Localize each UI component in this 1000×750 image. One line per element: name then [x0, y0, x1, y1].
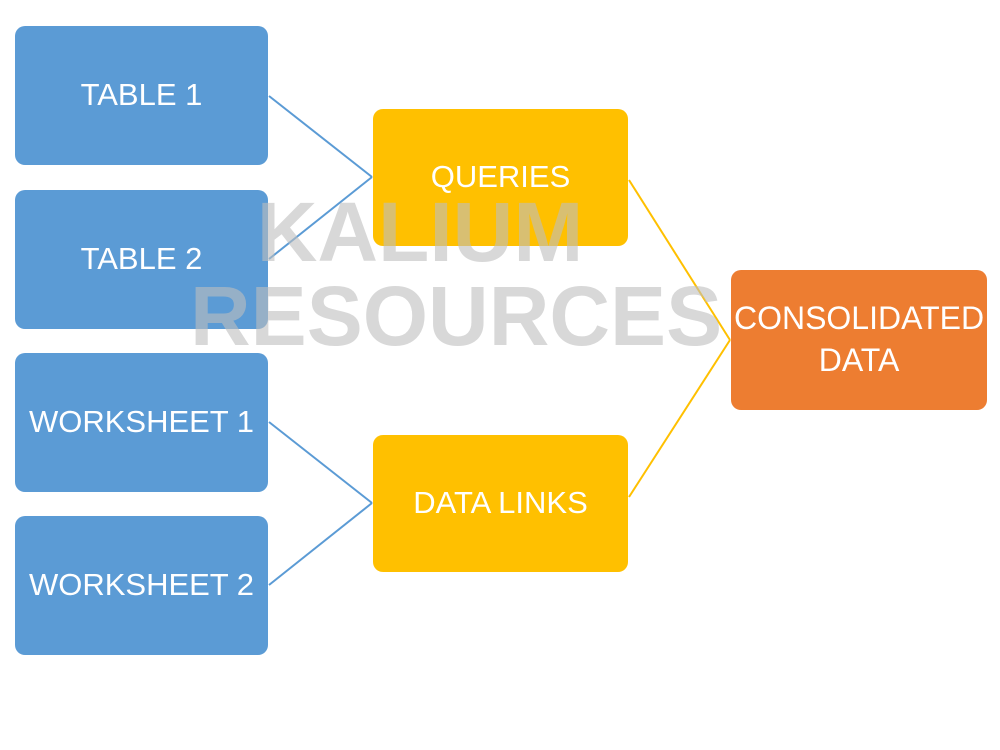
node-consolidated-data: CONSOLIDATED DATA: [731, 270, 987, 410]
edge-worksheet2-datalinks: [268, 502, 373, 586]
node-queries: QUERIES: [373, 109, 628, 246]
edge-table2-queries: [268, 176, 373, 260]
node-consolidated-data-label: CONSOLIDATED DATA: [734, 298, 984, 381]
node-table-1-label: TABLE 1: [80, 77, 203, 113]
edge-worksheet1-datalinks: [268, 421, 373, 504]
node-table-2: TABLE 2: [15, 190, 268, 329]
node-table-1: TABLE 1: [15, 26, 268, 165]
node-consolidated-line1: CONSOLIDATED: [733, 300, 985, 337]
node-table-2-label: TABLE 2: [80, 241, 203, 277]
node-queries-label: QUERIES: [430, 159, 571, 195]
edge-table1-queries: [268, 95, 373, 178]
node-data-links: DATA LINKS: [373, 435, 628, 572]
node-consolidated-line2: DATA: [818, 342, 900, 378]
node-worksheet-1-label: WORKSHEET 1: [28, 404, 255, 440]
node-worksheet-1: WORKSHEET 1: [15, 353, 268, 492]
node-worksheet-2-label: WORKSHEET 2: [28, 567, 255, 603]
node-data-links-label: DATA LINKS: [413, 485, 588, 521]
edge-queries-consolidated: [628, 179, 731, 341]
edge-datalinks-consolidated: [628, 339, 731, 498]
node-worksheet-2: WORKSHEET 2: [15, 516, 268, 655]
